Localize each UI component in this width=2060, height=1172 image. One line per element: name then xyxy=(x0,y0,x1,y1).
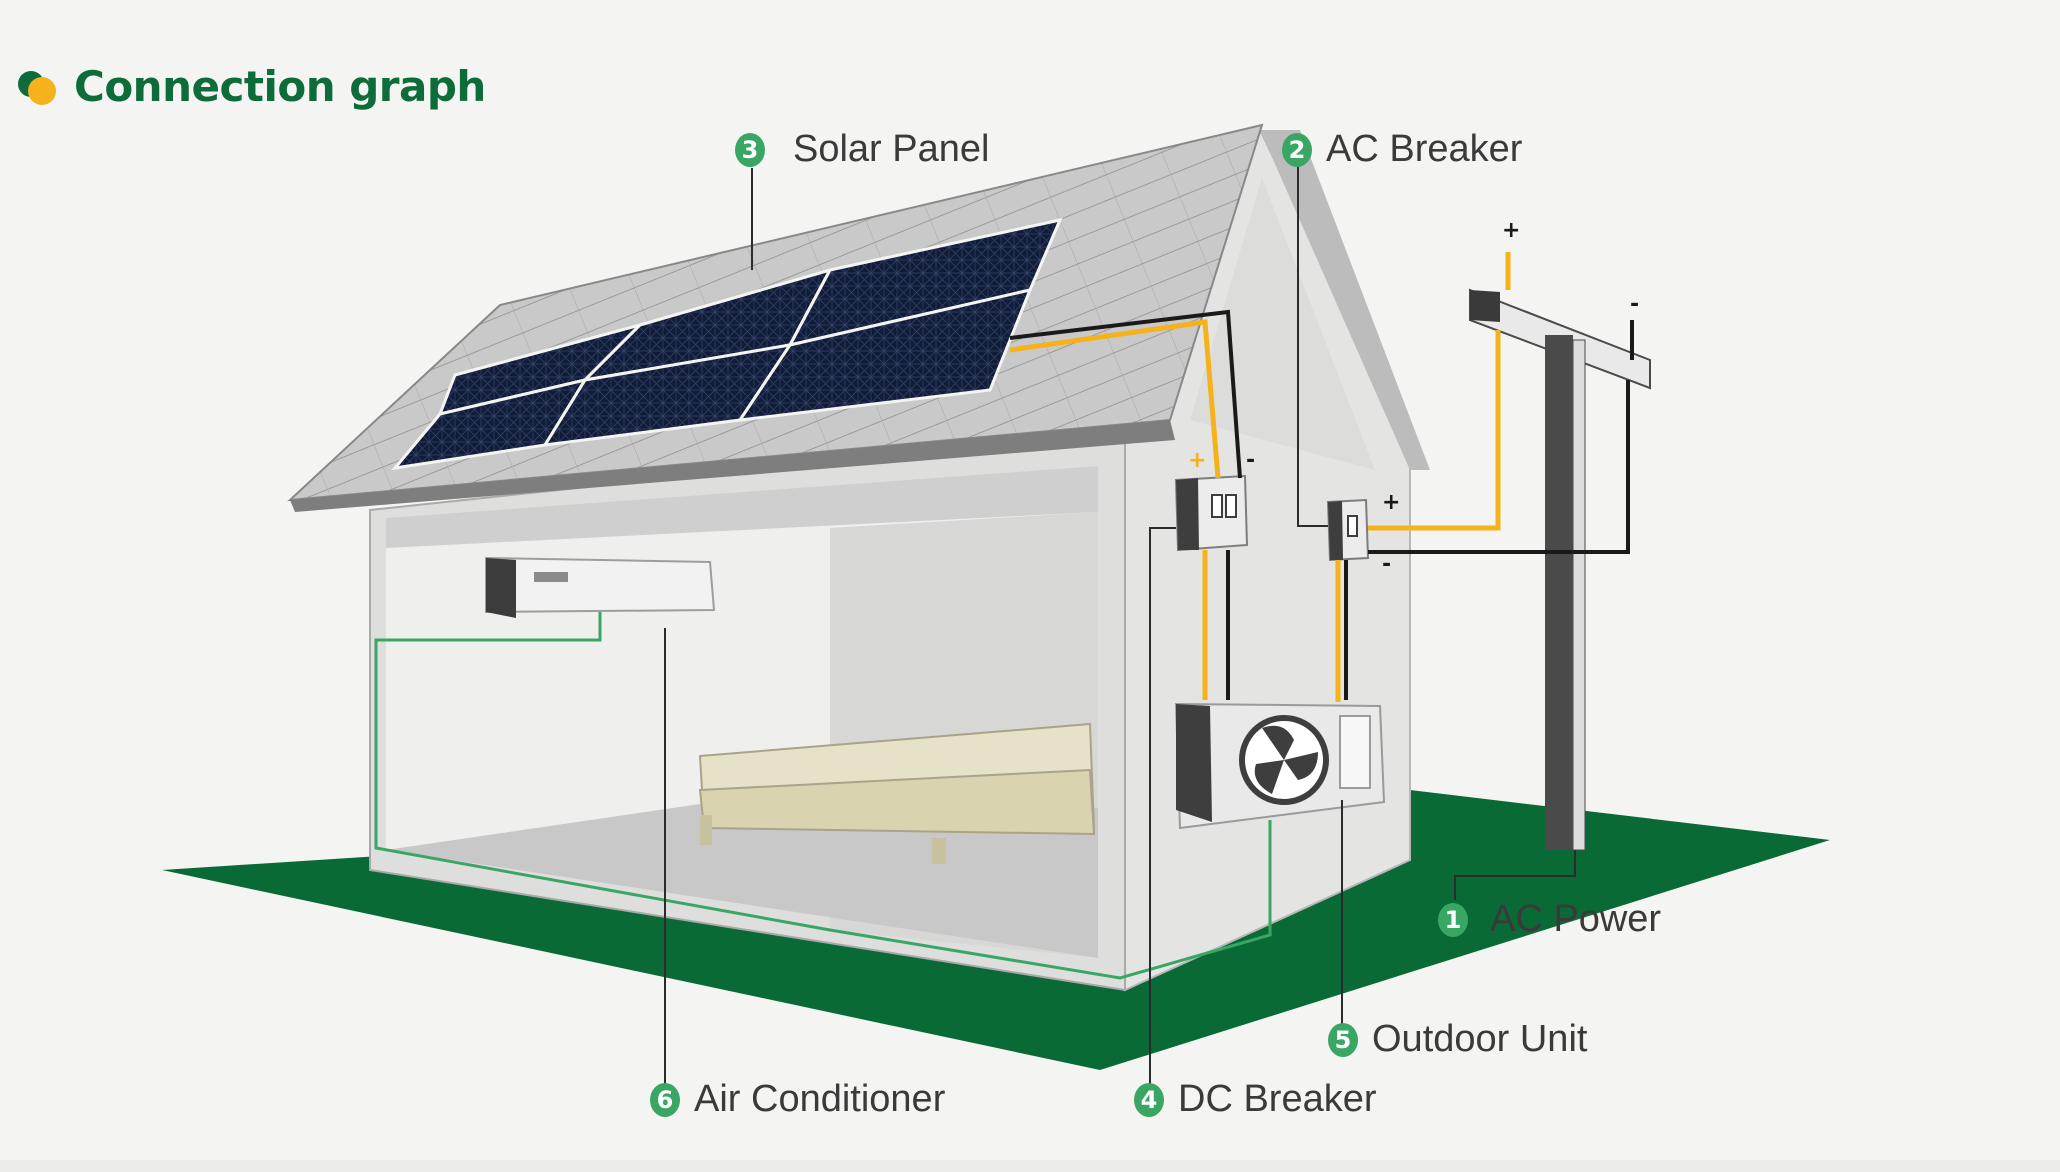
brand-dot-icon xyxy=(18,67,56,105)
solar-panels xyxy=(391,217,1063,471)
callout-number: 4 xyxy=(1134,1082,1164,1117)
callout-label: DC Breaker xyxy=(1178,1078,1377,1120)
bed xyxy=(698,722,1096,864)
callout-dc-breaker: 4 DC Breaker xyxy=(1134,1078,1377,1121)
ac-plus-label: + xyxy=(1382,490,1401,515)
ac-green-wire xyxy=(374,612,1272,980)
positive-wires xyxy=(1009,252,1511,702)
dc-plus-label: + xyxy=(1188,448,1207,473)
callout-number: 2 xyxy=(1282,132,1312,167)
dc-minus-label: - xyxy=(1246,448,1256,473)
callout-label: Outdoor Unit xyxy=(1372,1018,1588,1060)
outdoor-unit xyxy=(1174,702,1386,830)
pole-plus-label: + xyxy=(1502,218,1521,243)
utility-pole xyxy=(1469,288,1651,851)
callout-air-conditioner: 6 Air Conditioner xyxy=(650,1078,945,1121)
callout-number: 1 xyxy=(1438,902,1468,937)
callout-number: 3 xyxy=(735,132,765,167)
callout-outdoor-unit: 5 Outdoor Unit xyxy=(1328,1018,1587,1061)
callout-ac-breaker: 2 AC Breaker xyxy=(1282,128,1522,171)
callout-label: AC Breaker xyxy=(1326,128,1523,170)
leader-lines xyxy=(664,158,1576,1085)
callout-label: AC Power xyxy=(1490,898,1662,940)
callout-label: Solar Panel xyxy=(793,128,990,170)
callout-number: 5 xyxy=(1328,1022,1358,1057)
ac-breaker-box xyxy=(1326,498,1370,562)
pole-minus-label: - xyxy=(1630,292,1640,317)
ac-minus-label: - xyxy=(1382,552,1392,577)
callout-ac-power: 1 AC Power xyxy=(1438,898,1661,941)
header: Connection graph xyxy=(18,56,486,116)
callout-label: Air Conditioner xyxy=(694,1078,946,1120)
page-title: Connection graph xyxy=(74,61,486,111)
dc-breaker-box xyxy=(1174,474,1249,552)
negative-wires xyxy=(1009,309,1634,700)
callout-solar-panel: 3 Solar Panel xyxy=(735,128,989,171)
callout-number: 6 xyxy=(650,1082,680,1117)
indoor-ac-unit xyxy=(485,556,716,618)
